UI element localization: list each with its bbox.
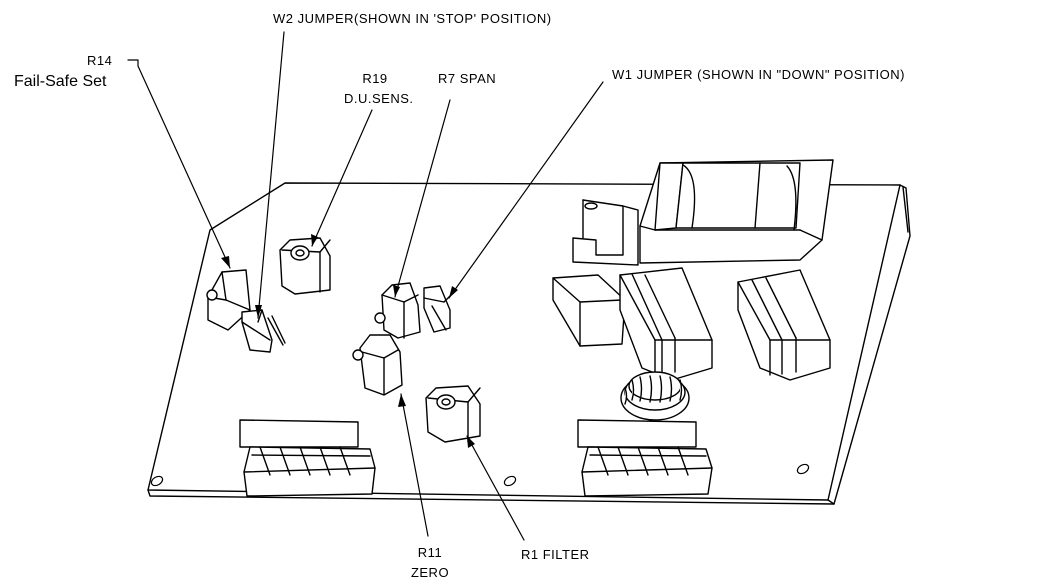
w2-jumper-label: W2 JUMPER(SHOWN IN 'STOP' POSITION) <box>273 11 552 26</box>
leader-lines <box>127 31 604 541</box>
r14-trimmer <box>206 269 251 331</box>
heat-sink-2 <box>737 269 831 381</box>
relay-block-left <box>552 274 626 347</box>
w1-jumper-label: W1 JUMPER (SHOWN IN "DOWN" POSITION) <box>612 67 905 82</box>
r7-span-label: R7 SPAN <box>438 71 497 86</box>
toroid-coil <box>620 371 690 421</box>
mounting-holes <box>150 463 810 487</box>
heat-sink-1 <box>619 267 713 381</box>
connector-left <box>239 419 376 497</box>
connector-right <box>577 419 713 497</box>
transformer <box>639 159 834 264</box>
r11-label: R11 <box>417 545 443 560</box>
r19-label: R19 <box>362 71 388 86</box>
zero-label: ZERO <box>410 565 450 580</box>
w1-jumper-part <box>423 285 451 333</box>
r19-trimmer <box>279 237 331 295</box>
r11-trimmer <box>352 334 403 396</box>
r7-trimmer <box>374 282 421 339</box>
bracket <box>572 199 639 266</box>
w2-jumper-part <box>241 309 286 353</box>
r14-label: R14 <box>87 53 113 68</box>
failsafe-label: Fail-Safe Set <box>14 73 107 90</box>
arrowheads <box>221 234 475 448</box>
r1-trimmer <box>425 385 481 443</box>
r1-filter-label: R1 FILTER <box>521 547 590 562</box>
du-sens-label: D.U.SENS. <box>344 91 414 106</box>
